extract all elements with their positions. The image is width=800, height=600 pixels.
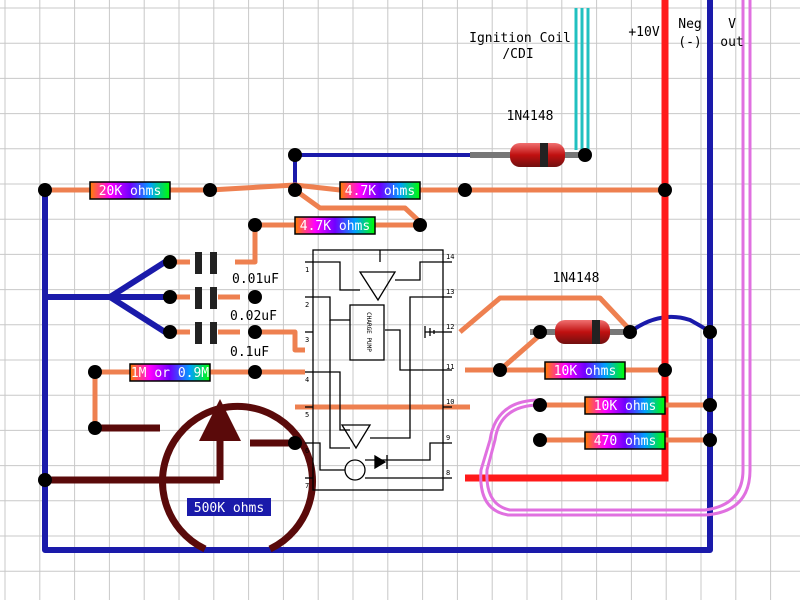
negative-rail [42,0,713,553]
resistor-10k-a [544,361,626,380]
potentiometer-label-box [187,498,271,516]
resistor-470-label: 470 ohms [594,434,657,449]
resistor-1m [129,363,211,382]
diode-right [530,320,630,344]
capacitor-3-label: 0.1uF [230,345,269,360]
ic-pin-right-label: 10 [446,398,454,406]
capacitor-2-plate-a [195,287,202,309]
capacitor-1-plate-b [210,252,217,274]
potentiometer-label: 500K ohms [194,501,264,516]
ic-pin-right-label: 9 [446,434,450,442]
ignition-wire [574,8,590,150]
ic-pin-left-label: 6 [305,447,309,455]
capacitor-1-plate-a [195,252,202,274]
ic-pin-left-label: 3 [305,336,309,344]
ic-pin-right-label: 11 [446,363,454,371]
resistor-10k-a-label: 10K ohms [554,364,617,379]
ic-pin-left-label: 1 [305,266,309,274]
neg-label: Neg [678,17,701,32]
capacitor-2-plate-b [210,287,217,309]
resistor-4-7k-b [294,216,376,235]
ic-pin-left-label: 4 [305,376,309,384]
resistor-1m-label: 1M or 0.9M [131,366,209,381]
resistor-20k [89,181,171,200]
capacitor-3-plate-b [210,322,217,344]
diode-top-label: 1N4148 [507,109,554,124]
capacitor-3-plate-a [195,322,202,344]
diode-right-label: 1N4148 [553,271,600,286]
positive-rail [465,0,669,482]
ic-pin-right-label: 13 [446,288,454,296]
resistor-4-7k-b-label: 4.7K ohms [300,219,370,234]
ignition-coil-label: Ignition Coil [469,31,571,46]
ic-pin-right-label: 14 [446,253,454,261]
capacitors [195,252,217,344]
v-out-wire [479,0,752,517]
ic-pin-right-label: 12 [446,323,454,331]
resistor-4-7k-a-label: 4.7K ohms [345,184,415,199]
resistor-4-7k-a [339,181,421,200]
ic-pin-right-label: 8 [446,469,450,477]
diode-top [470,143,582,167]
charge-pump-label: CHARGE PUMP [365,312,372,352]
ic-pin-left-label: 5 [305,411,309,419]
ic-pin-left-label: 2 [305,301,309,309]
resistor-bodies [89,181,666,516]
ignition-cdi-label: /CDI [502,47,533,62]
resistor-20k-label: 20K ohms [99,184,162,199]
ic-chip [305,249,452,491]
capacitor-2-label: 0.02uF [230,309,277,324]
resistor-10k-b [584,396,666,415]
neg-symbol-label: (-) [678,35,701,50]
ic-pin-left-label: 7 [305,482,309,490]
capacitor-1-label: 0.01uF [232,272,279,287]
v-label: V [728,17,736,32]
resistor-10k-b-label: 10K ohms [594,399,657,414]
resistor-470 [584,431,666,450]
junction-nodes [38,148,717,487]
plus-10v-label: +10V [628,25,659,40]
out-label: out [720,35,743,50]
potentiometer-wires [45,399,316,553]
